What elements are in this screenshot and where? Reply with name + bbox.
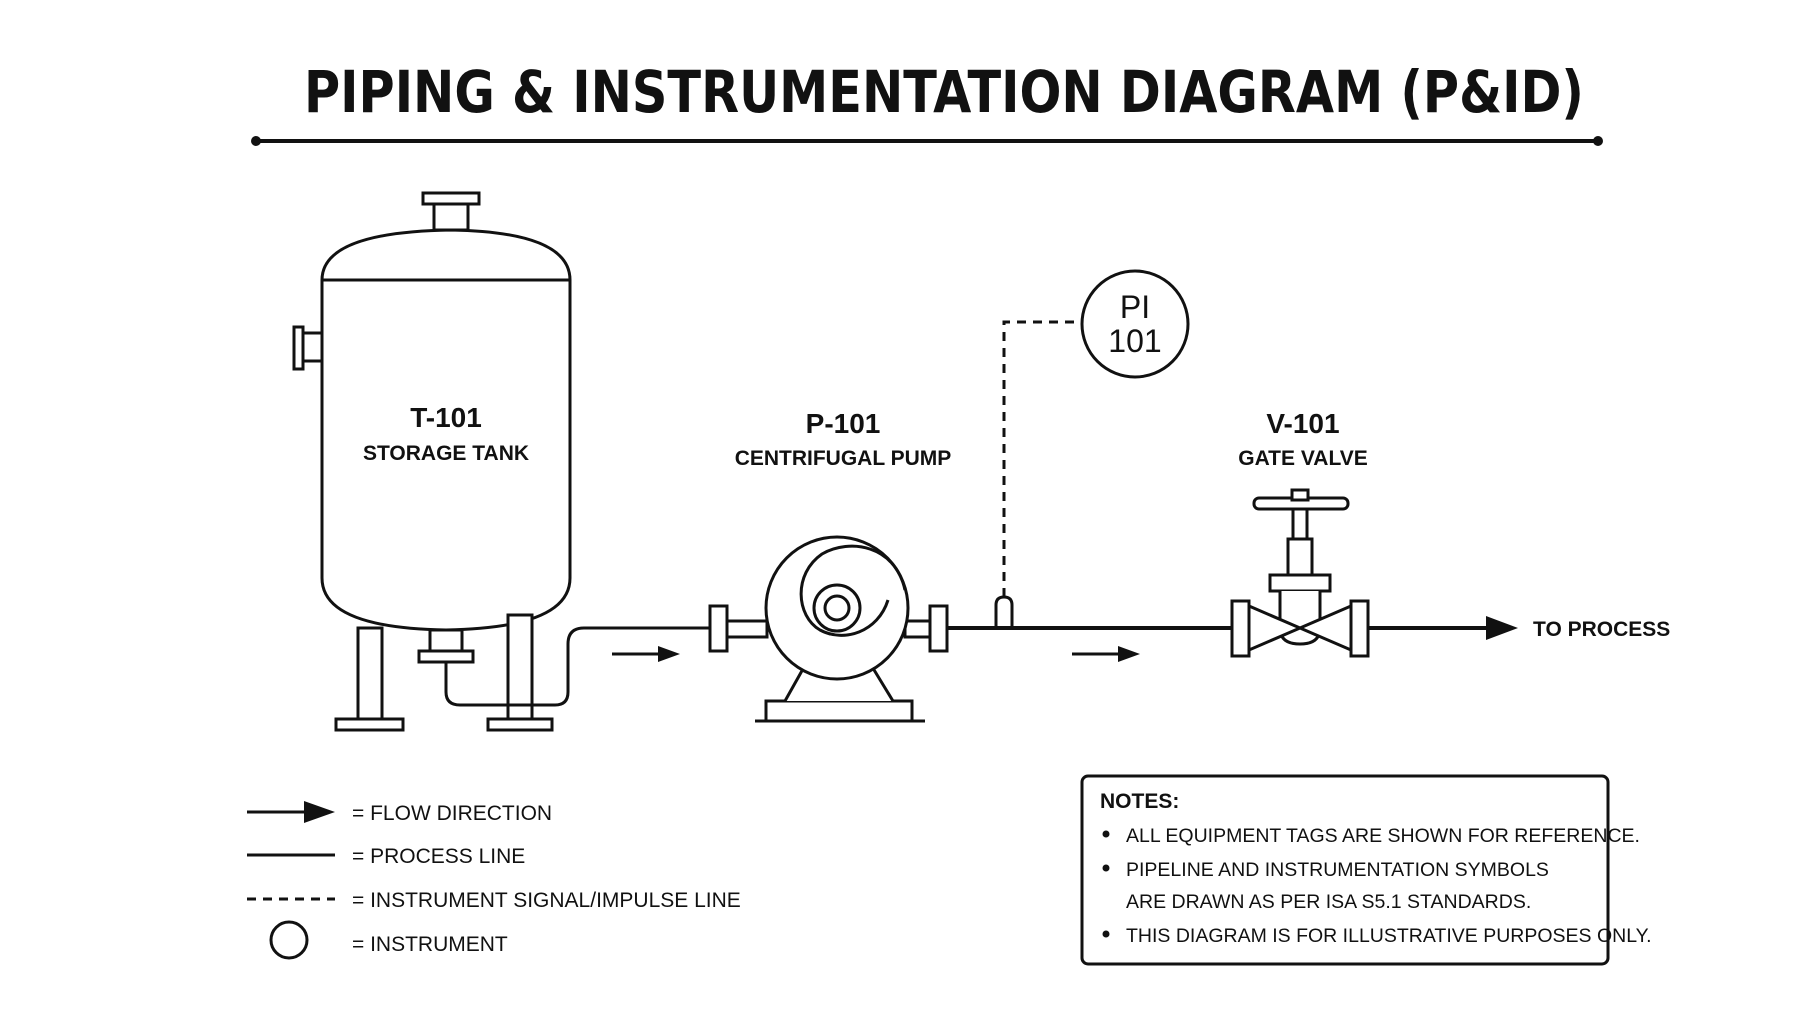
legend-instrument-symbol <box>269 920 309 960</box>
notes-item-continuation: ARE DRAWN AS PER ISA S5.1 STANDARDS. <box>1126 891 1531 913</box>
outlet-flow-arrowhead <box>1486 616 1518 640</box>
page-title: PIPING & INSTRUMENTATION DIAGRAM (P&ID) <box>304 58 1584 126</box>
legend-arrow-symbol <box>247 801 335 823</box>
tank-description: STORAGE TANK <box>363 442 529 465</box>
valve-description: GATE VALVE <box>1238 447 1368 470</box>
tank-tag: T-101 <box>410 402 482 433</box>
title-underline <box>251 136 1603 146</box>
outlet-label: TO PROCESS <box>1533 618 1670 641</box>
instrument-signal-line <box>1002 320 1082 597</box>
storage-tank-symbol <box>292 191 572 732</box>
notes-item: ALL EQUIPMENT TAGS ARE SHOWN FOR REFEREN… <box>1126 825 1640 847</box>
legend: = FLOW DIRECTION = PROCESS LINE = INSTRU… <box>247 801 741 960</box>
flow-arrow-discharge <box>1072 646 1140 662</box>
pump-tag: P-101 <box>806 408 881 439</box>
notes-box: NOTES: ALL EQUIPMENT TAGS ARE SHOWN FOR … <box>1080 774 1652 966</box>
gate-valve-symbol <box>1230 488 1370 658</box>
impulse-tap <box>994 595 1014 626</box>
legend-instrument: = INSTRUMENT <box>352 933 508 956</box>
pump-description: CENTRIFUGAL PUMP <box>735 447 952 470</box>
notes-item: THIS DIAGRAM IS FOR ILLUSTRATIVE PURPOSE… <box>1126 925 1652 947</box>
legend-signal-line: = INSTRUMENT SIGNAL/IMPULSE LINE <box>352 889 741 912</box>
notes-item: PIPELINE AND INSTRUMENTATION SYMBOLS <box>1126 859 1549 881</box>
pressure-indicator-symbol <box>1080 269 1190 379</box>
instrument-number: 101 <box>1108 323 1161 359</box>
flow-arrow-suction <box>612 646 680 662</box>
instrument-letters: PI <box>1120 289 1150 325</box>
legend-process-line: = PROCESS LINE <box>352 845 525 868</box>
legend-flow-direction: = FLOW DIRECTION <box>352 802 552 825</box>
valve-tag: V-101 <box>1266 408 1339 439</box>
centrifugal-pump-symbol <box>708 535 949 723</box>
suction-process-line <box>444 626 710 707</box>
notes-heading: NOTES: <box>1100 790 1179 813</box>
